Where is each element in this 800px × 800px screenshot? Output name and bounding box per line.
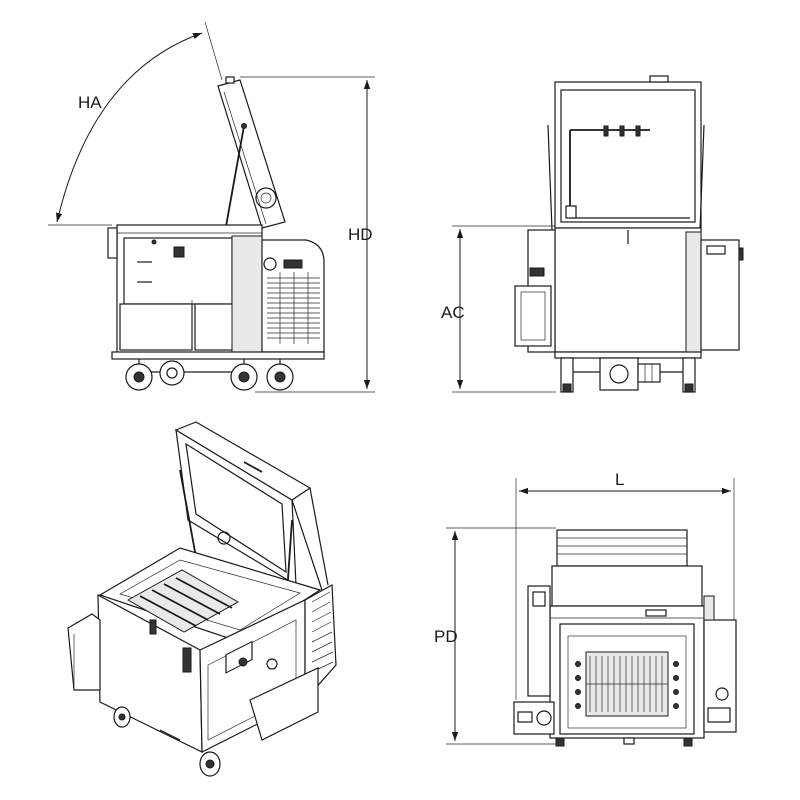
iso-lower-unit — [249, 667, 319, 741]
side-base-wheels — [111, 351, 325, 391]
iso-wheels — [113, 706, 221, 777]
top-left-unit — [513, 585, 555, 735]
raised-lid — [217, 76, 286, 237]
label-ac: AC — [441, 303, 465, 322]
top-casters — [555, 737, 693, 747]
side-view: HA HD — [48, 21, 375, 393]
iso-rack — [126, 569, 240, 633]
label-l: L — [615, 470, 624, 489]
front-open-lid — [547, 75, 705, 231]
side-vent-unit — [261, 239, 325, 353]
front-base-wheels — [554, 351, 702, 393]
depth-dimension-pd: PD — [434, 527, 556, 745]
top-lid — [551, 529, 703, 607]
isometric-view — [67, 421, 337, 777]
side-cabinet — [107, 224, 263, 354]
front-cabinet — [514, 227, 744, 353]
height-dimension-hd: HD — [240, 76, 375, 393]
front-view: AC — [441, 75, 744, 393]
width-dimension-l: L — [515, 470, 735, 700]
angle-dimension-ha: HA — [48, 21, 223, 226]
label-ha: HA — [78, 93, 102, 112]
top-view: L PD — [434, 470, 737, 747]
top-basket — [575, 651, 679, 717]
label-hd: HD — [348, 225, 373, 244]
vent-grille — [267, 272, 320, 344]
iso-side-box — [67, 613, 101, 691]
iso-lid — [174, 421, 329, 609]
height-dimension-ac: AC — [441, 225, 556, 393]
label-pd: PD — [434, 627, 458, 646]
top-right-unit — [703, 595, 737, 733]
